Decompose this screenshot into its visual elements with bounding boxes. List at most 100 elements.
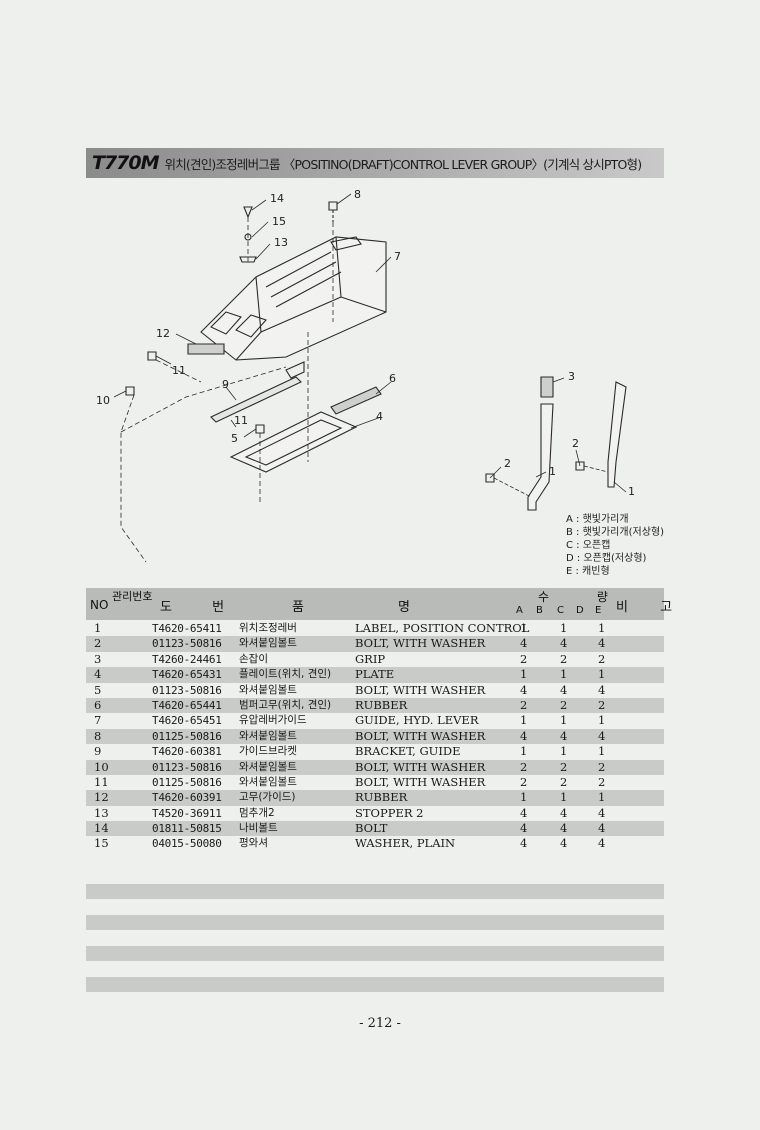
- qty-a: 4: [520, 836, 528, 851]
- callout-14: 14: [270, 192, 284, 205]
- header-qty-b: B: [536, 605, 543, 616]
- part-number: 01123-50816: [152, 760, 222, 774]
- qty-a: 2: [520, 651, 528, 666]
- row-number: 9: [94, 744, 102, 759]
- korean-name: 평와셔: [239, 837, 268, 850]
- qty-a: 1: [520, 790, 528, 805]
- row-number: 15: [94, 836, 109, 851]
- row-number: 3: [94, 651, 102, 666]
- english-name: BOLT, WITH WASHER: [355, 636, 486, 651]
- qty-e: 4: [598, 805, 606, 820]
- qty-c: 2: [560, 697, 568, 712]
- header-mgmt-number: 관리번호: [112, 590, 153, 603]
- korean-name: 유압레버가이드: [239, 714, 307, 727]
- qty-c: 1: [560, 621, 568, 635]
- table-row: 15 04015-50080 평와셔 WASHER, PLAIN 4 4 4: [86, 836, 664, 851]
- callout-1b: 1: [628, 485, 635, 498]
- callout-13: 13: [274, 236, 288, 249]
- callout-6: 6: [389, 372, 396, 385]
- variant-legend: A : 햇빛가리개 B : 햇빛가리개(저상형) C : 오픈캡 D : 오픈캡…: [566, 513, 676, 578]
- qty-e: 1: [598, 744, 606, 759]
- row-number: 6: [94, 697, 102, 712]
- qty-c: 4: [560, 728, 568, 743]
- english-name: BOLT, WITH WASHER: [355, 728, 486, 743]
- part-number: 01123-50816: [152, 637, 222, 651]
- blank-row-band: [86, 915, 664, 930]
- qty-e: 4: [598, 821, 606, 836]
- korean-name: 나비볼트: [239, 822, 278, 835]
- part-number: 01123-50816: [152, 683, 222, 697]
- row-number: 12: [94, 790, 109, 805]
- callout-11b: 11: [234, 414, 248, 427]
- header-qty-d: D: [576, 605, 584, 616]
- part-number: 01125-50816: [152, 775, 222, 789]
- korean-name: 멈추개2: [239, 806, 275, 819]
- qty-c: 2: [560, 774, 568, 789]
- callout-15: 15: [272, 215, 286, 228]
- row-number: 10: [94, 759, 109, 774]
- callout-11a: 11: [172, 364, 186, 377]
- qty-a: 2: [520, 759, 528, 774]
- qty-a: 1: [520, 621, 528, 635]
- header-quantity: 수 량: [538, 590, 630, 604]
- english-name: BRACKET, GUIDE: [355, 744, 461, 759]
- row-number: 2: [94, 636, 102, 651]
- part-number: T4620-60381: [152, 745, 222, 759]
- qty-c: 4: [560, 805, 568, 820]
- qty-e: 4: [598, 728, 606, 743]
- qty-a: 1: [520, 744, 528, 759]
- group-title: 위치(견인)조정레버그룹 〈POSITINO(DRAFT)CONTROL LEV…: [164, 156, 643, 172]
- english-name: GRIP: [355, 651, 386, 666]
- callout-3: 3: [568, 370, 575, 383]
- korean-name: 고무(가이드): [239, 791, 296, 804]
- korean-name: 위치조정레버: [239, 622, 297, 634]
- qty-c: 4: [560, 836, 568, 851]
- korean-name: 손잡이: [239, 652, 268, 665]
- header-qty-c: C: [557, 605, 564, 616]
- blank-row-band: [86, 977, 664, 992]
- legend-item-e: E : 캐빈형: [566, 566, 610, 577]
- part-number: 01811-50815: [152, 822, 222, 836]
- row-number: 5: [94, 682, 102, 697]
- callout-7: 7: [394, 250, 401, 263]
- korean-name: 와셔붙임볼트: [239, 637, 297, 650]
- row-number: 8: [94, 728, 102, 743]
- qty-e: 4: [598, 682, 606, 697]
- korean-name: 가이드브라켓: [239, 745, 297, 758]
- blank-row-band: [86, 884, 664, 899]
- part-number: T4620-60391: [152, 791, 222, 805]
- qty-a: 4: [520, 821, 528, 836]
- legend-item-d: D : 오픈캡(저상형): [566, 553, 647, 564]
- qty-a: 4: [520, 728, 528, 743]
- callout-2b: 2: [572, 437, 579, 450]
- english-name: LABEL, POSITION CONTROL: [355, 621, 530, 635]
- legend-item-b: B : 햇빛가리개(저상형): [566, 527, 664, 538]
- qty-e: 1: [598, 713, 606, 728]
- part-number: 04015-50080: [152, 837, 222, 851]
- english-name: WASHER, PLAIN: [355, 836, 456, 851]
- title-bar: T770M 위치(견인)조정레버그룹 〈POSITINO(DRAFT)CONTR…: [86, 148, 664, 178]
- qty-e: 2: [598, 774, 606, 789]
- english-name: BOLT, WITH WASHER: [355, 682, 486, 697]
- callout-5: 5: [231, 432, 238, 445]
- row-number: 13: [94, 805, 109, 820]
- qty-a: 2: [520, 774, 528, 789]
- qty-c: 4: [560, 636, 568, 651]
- part-number: T4260-24461: [152, 652, 222, 666]
- header-no: NO: [90, 598, 109, 612]
- korean-name: 플레이트(위치, 견인): [239, 668, 332, 681]
- callout-2a: 2: [504, 457, 511, 470]
- qty-e: 4: [598, 836, 606, 851]
- header-remark: 비 고: [616, 600, 687, 615]
